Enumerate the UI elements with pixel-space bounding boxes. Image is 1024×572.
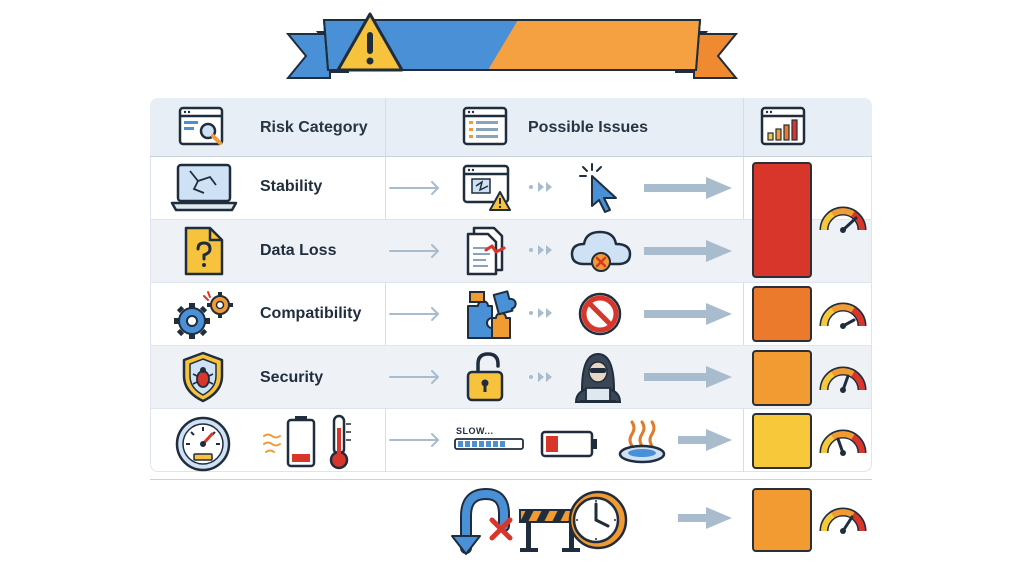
missing-file-icon xyxy=(184,226,224,276)
gears-conflict-icon xyxy=(174,291,233,339)
gauge-icon xyxy=(819,206,867,233)
unlocked-padlock-icon xyxy=(466,352,504,402)
double-chevron-icon xyxy=(529,182,552,192)
table-row xyxy=(151,220,871,283)
severity-box-critical xyxy=(752,162,812,278)
severity-box-extra xyxy=(752,488,812,552)
risk-label-security: Security xyxy=(260,369,324,386)
error-x-icon xyxy=(489,517,513,541)
overheating-icon xyxy=(618,420,666,464)
risk-label-stability: Stability xyxy=(260,178,323,195)
severity-arrows xyxy=(644,177,732,529)
rollback-delay-illustration xyxy=(451,487,628,555)
double-chevron-icon xyxy=(529,245,552,255)
double-chevron-icon xyxy=(529,308,552,318)
slow-progress-bar xyxy=(454,438,524,450)
clock-icon xyxy=(568,490,628,550)
row-divider xyxy=(151,219,871,220)
risk-label-compatibility: Compatibility xyxy=(260,305,362,322)
gauge-icon xyxy=(819,429,867,456)
table-header xyxy=(150,98,872,157)
gauge-icon xyxy=(819,366,867,393)
cracked-laptop-icon xyxy=(170,163,238,212)
corrupted-documents-icon xyxy=(466,226,506,276)
severity-box-low xyxy=(752,413,812,469)
undo-arrow-icon xyxy=(451,487,510,555)
browser-search-icon xyxy=(178,106,224,146)
severity-box-medium xyxy=(752,350,812,406)
header-possible-issues: Possible Issues xyxy=(528,119,649,136)
gauge-icon xyxy=(819,507,867,534)
double-chevron-icon xyxy=(529,372,552,382)
speedometer-icon xyxy=(175,416,231,472)
low-battery-horizontal-icon xyxy=(540,430,597,458)
mouse-cursor-click-icon xyxy=(579,163,617,213)
footer-divider xyxy=(150,479,872,480)
column-divider xyxy=(743,98,744,472)
browser-list-icon xyxy=(462,106,508,146)
warning-banner xyxy=(285,12,739,79)
row-divider xyxy=(151,345,871,346)
warning-triangle-icon xyxy=(336,12,404,72)
low-battery-icon xyxy=(263,416,316,468)
risk-label-data-loss: Data Loss xyxy=(260,242,337,259)
column-divider xyxy=(385,98,386,472)
road-barrier-icon xyxy=(519,509,581,552)
cloud-error-icon xyxy=(570,230,632,272)
hacker-icon xyxy=(574,352,622,403)
row-divider xyxy=(151,408,871,409)
browser-bar-chart-icon xyxy=(760,106,806,146)
broken-window-icon xyxy=(462,164,511,211)
puzzle-pieces-icon xyxy=(467,290,517,339)
header-risk-category: Risk Category xyxy=(260,119,368,136)
slow-label: SLOW... xyxy=(456,426,494,436)
table-row xyxy=(151,346,871,409)
thermometer-icon xyxy=(329,414,351,470)
shield-bug-icon xyxy=(182,351,224,403)
severity-box-high xyxy=(752,286,812,342)
gauge-icon xyxy=(819,302,867,329)
row-arrows xyxy=(389,181,439,447)
row-divider xyxy=(151,282,871,283)
prohibited-icon xyxy=(578,292,622,336)
